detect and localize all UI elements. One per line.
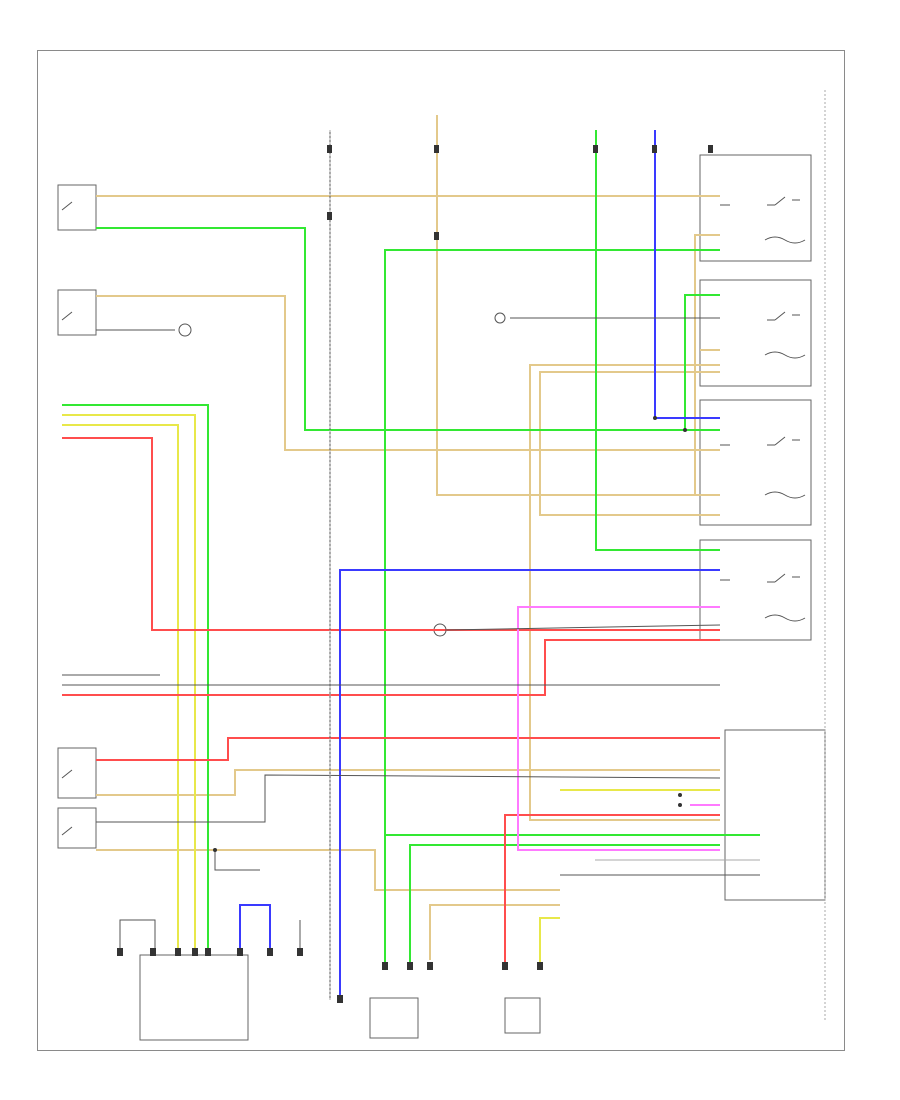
wires-grey	[329, 90, 826, 1020]
wires-pink	[517, 606, 720, 851]
switch-left-2	[57, 289, 97, 336]
wires-red	[62, 437, 720, 965]
relay-2	[699, 279, 812, 387]
relay-contacts	[61, 196, 806, 836]
switch-left-3	[57, 747, 97, 799]
diagram-frame	[37, 50, 845, 1051]
wires-blue	[239, 130, 720, 1000]
sensor-box-right	[504, 997, 541, 1034]
relay-boxes	[57, 154, 826, 1041]
relay-3	[699, 399, 812, 526]
control-unit-main	[139, 954, 249, 1041]
relay-1	[699, 154, 812, 262]
sensor-box-lower	[369, 997, 419, 1039]
switch-upper-left	[57, 184, 97, 231]
wires-tan	[96, 115, 720, 960]
splice-points	[213, 416, 687, 852]
wires-yellow	[62, 414, 720, 965]
wires-green	[62, 130, 760, 965]
connector-pins	[117, 145, 713, 1003]
relay-4	[699, 539, 812, 641]
switch-left-4	[57, 807, 97, 849]
